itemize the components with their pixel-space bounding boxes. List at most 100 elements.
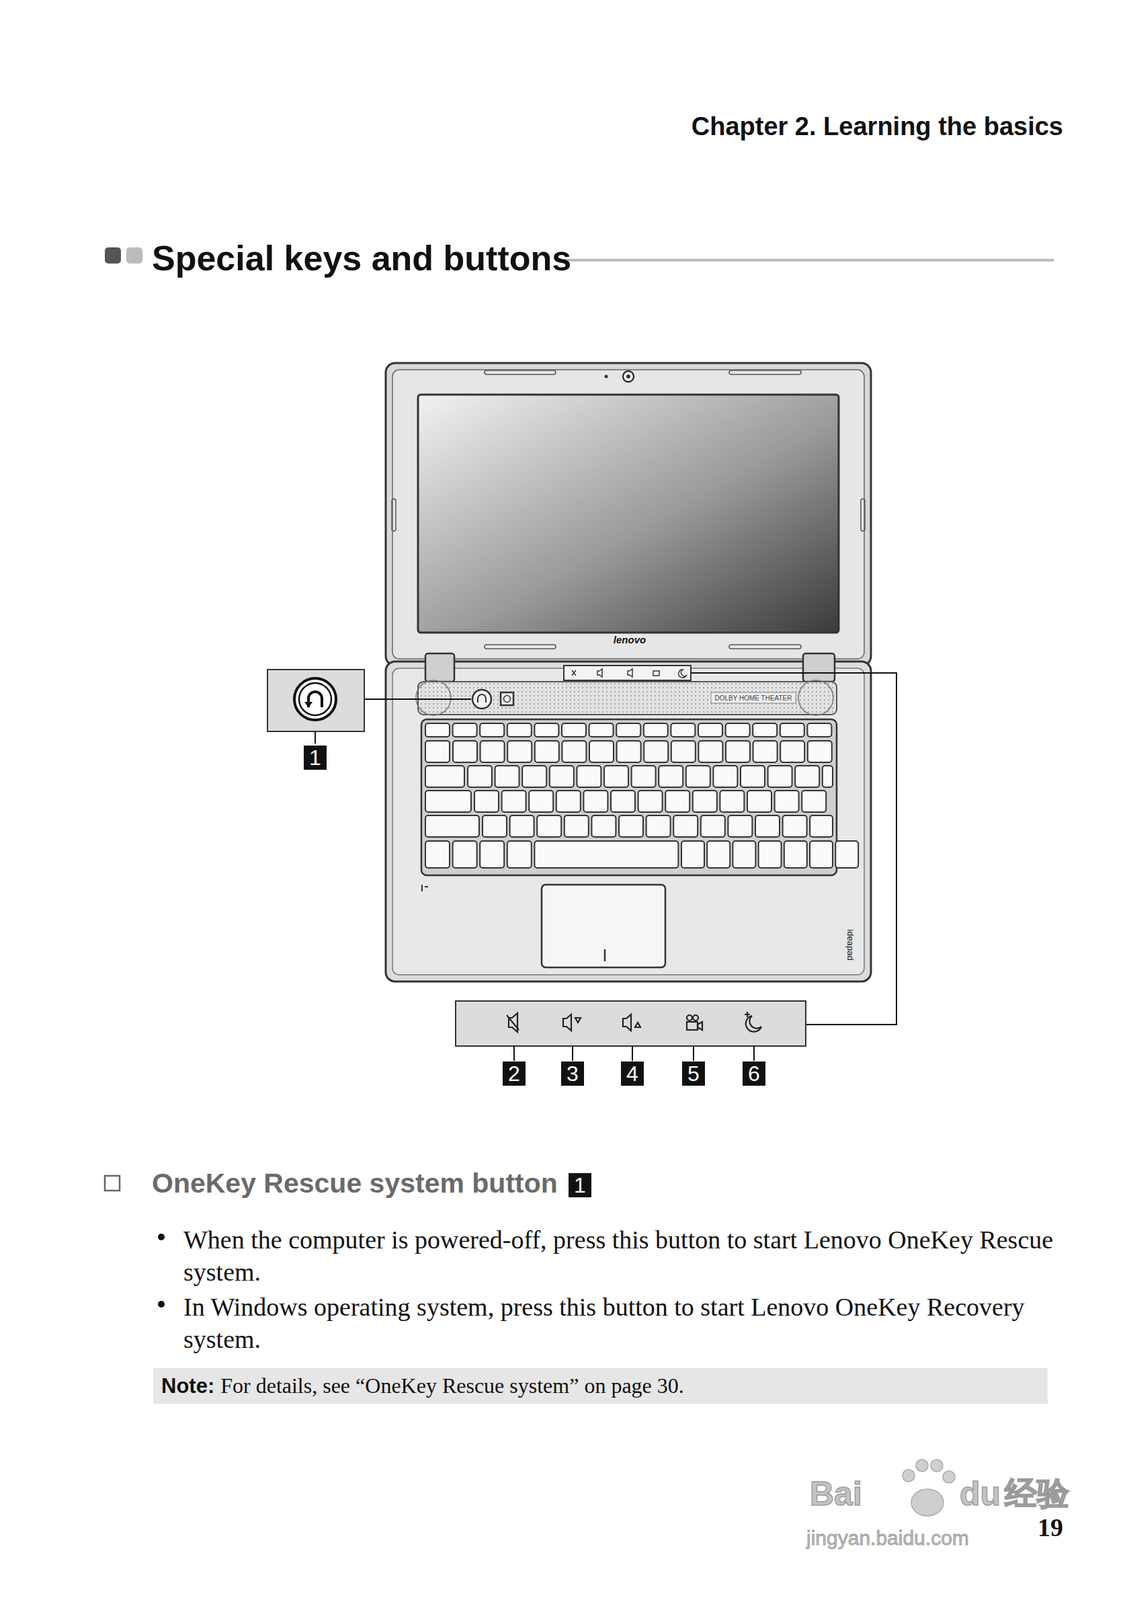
model-logo: ideapad: [845, 928, 856, 960]
key: [713, 765, 738, 787]
key: [670, 723, 695, 737]
key: [561, 740, 587, 763]
key: [425, 765, 465, 787]
key: [774, 790, 800, 812]
brand-logo: lenovo: [613, 633, 646, 646]
callout-number: 1: [303, 745, 327, 770]
key: [698, 740, 723, 763]
section-title: Special keys and buttons: [151, 237, 572, 279]
callout-number: 3: [561, 1061, 584, 1086]
callout-number: 5: [682, 1061, 705, 1086]
key: [534, 840, 679, 868]
key: [482, 815, 507, 837]
key: [782, 815, 808, 837]
key: [610, 790, 636, 812]
key: [784, 840, 808, 868]
key: [658, 765, 683, 787]
key: [556, 790, 581, 812]
key: [522, 765, 547, 787]
key: [576, 765, 601, 787]
callout-number: 4: [620, 1061, 644, 1086]
key: [807, 740, 832, 763]
key: [807, 723, 832, 737]
key: [467, 765, 492, 787]
key: [753, 740, 778, 763]
watermark: 经验: [1004, 1471, 1070, 1515]
key: [725, 740, 750, 763]
callout-number: 6: [742, 1061, 766, 1086]
key: [795, 765, 820, 787]
note-band: Note:For details, see “OneKey Rescue sys…: [153, 1367, 1048, 1404]
key: [638, 790, 663, 812]
key: [618, 815, 644, 837]
key: [681, 840, 705, 868]
key: [725, 723, 750, 737]
key: [534, 723, 559, 737]
chapter-header: Chapter 2. Learning the basics: [691, 112, 1064, 142]
key: [510, 815, 535, 837]
key: [507, 840, 532, 868]
key: [616, 723, 641, 737]
key: [643, 740, 668, 763]
key: [643, 723, 668, 737]
key: [719, 790, 744, 812]
key: [835, 840, 859, 868]
key: [809, 815, 833, 837]
key: [534, 740, 560, 763]
key: [665, 790, 690, 812]
key: [474, 790, 499, 812]
key: [502, 790, 527, 812]
key: [425, 790, 472, 812]
key: [692, 790, 718, 812]
key: [780, 740, 805, 763]
key: [616, 740, 642, 763]
page-number: 19: [1037, 1512, 1064, 1542]
key: [686, 765, 711, 787]
key: [780, 723, 805, 737]
key: [549, 765, 574, 787]
key: [700, 815, 726, 837]
key: [698, 723, 723, 737]
key: [507, 723, 532, 737]
key: [583, 790, 608, 812]
key: [822, 765, 833, 787]
key: [564, 815, 589, 837]
key: [740, 765, 765, 787]
key: [536, 815, 562, 837]
key: [755, 815, 780, 837]
key: [507, 740, 532, 763]
subsection-heading: OneKey Rescue system button: [151, 1167, 558, 1199]
key: [589, 723, 614, 737]
watermark: jingyan.baidu.com: [806, 1526, 970, 1550]
key: [452, 740, 478, 763]
note-text: For details, see “OneKey Rescue system” …: [220, 1372, 685, 1398]
key: [495, 765, 520, 787]
key: [480, 740, 505, 763]
key: [528, 790, 554, 812]
key: [479, 723, 505, 737]
key: [589, 740, 614, 763]
key: [673, 815, 698, 837]
key: [425, 815, 480, 837]
note-label: Note:: [161, 1373, 215, 1398]
key: [604, 765, 629, 787]
key: [809, 840, 833, 868]
key: [732, 840, 756, 868]
key: [671, 740, 696, 763]
key: [706, 840, 730, 868]
key: [479, 840, 505, 868]
key: [747, 790, 772, 812]
key: [752, 723, 777, 737]
key: [758, 840, 782, 868]
key: [591, 815, 616, 837]
key: [631, 765, 656, 787]
callout-number: 2: [502, 1061, 526, 1086]
dolby-logo: DOLBY HOME THEATER: [714, 694, 792, 702]
key: [425, 740, 450, 763]
key: [425, 840, 450, 868]
key: [727, 815, 752, 837]
bullet-text: When the computer is powered-off, press …: [183, 1223, 1054, 1288]
callout-number: 1: [568, 1172, 592, 1197]
key: [646, 815, 671, 837]
key: [452, 840, 478, 868]
